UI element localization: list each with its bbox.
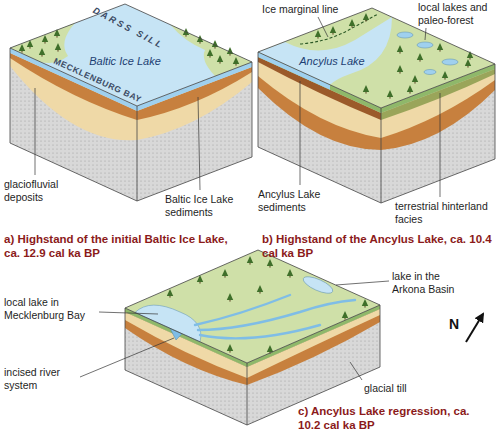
tree-symbol: [39, 48, 45, 57]
leader-line: [350, 362, 362, 380]
leader-line: [35, 88, 36, 175]
river-system: [195, 295, 355, 338]
layer-label: terrestrial hinterland facies: [395, 200, 495, 225]
leader-line: [300, 81, 301, 185]
land-area: [170, 25, 252, 77]
tree-symbol: [207, 49, 213, 58]
tree-symbol: [222, 269, 228, 278]
leader-line: [198, 97, 200, 190]
tree-symbol: [407, 85, 413, 94]
tree-symbol: [227, 344, 233, 353]
local-lake: [442, 59, 458, 65]
tree-symbol: [362, 299, 368, 308]
tree-symbol: [412, 75, 418, 84]
panel-caption: a) Highstand of the initial Baltic Ice L…: [4, 233, 239, 261]
local-lake: [417, 42, 433, 48]
tree-symbol: [227, 293, 233, 302]
land-surface: [125, 250, 380, 363]
leader-line: [80, 338, 174, 377]
water-body-name: Ancylus Lake: [299, 55, 364, 68]
feature-label: local lake in Mecklenburg Bay: [4, 296, 98, 321]
tree-symbol: [387, 90, 393, 99]
tree-symbol: [397, 65, 403, 74]
ice-lake-surface: [10, 4, 252, 106]
ice-marginal-line: [300, 14, 378, 44]
tree-symbol: [183, 28, 189, 37]
block-outline: [10, 4, 252, 201]
tree-symbol: [465, 59, 471, 68]
tree-symbol: [287, 269, 293, 278]
north-label: N: [449, 316, 459, 333]
tree-symbol: [257, 285, 263, 294]
feature-label: Ice marginal line: [262, 3, 338, 16]
feature-label: lake in the Arkona Basin: [392, 270, 470, 295]
layer-label: Ancylus Lake sediments: [258, 188, 338, 213]
tree-symbol: [330, 26, 336, 35]
forest: [167, 256, 368, 354]
tree-symbol: [442, 71, 448, 80]
local-lake: [424, 70, 436, 75]
layer-label: glaciofluvial deposits: [4, 178, 76, 203]
tree-symbol: [233, 57, 239, 66]
layer-label: Baltic Ice Lake sediments: [165, 193, 250, 218]
tree-symbol: [363, 85, 369, 94]
tree-symbol: [19, 44, 25, 53]
block-c: [125, 250, 380, 425]
leader-line: [440, 93, 441, 197]
river-channel: [198, 300, 355, 330]
tree-symbol: [247, 256, 253, 265]
leader-line: [336, 281, 389, 285]
feature-label: incised river system: [4, 366, 80, 391]
tree-symbol: [42, 35, 48, 44]
tree-symbol: [342, 311, 348, 320]
tree-symbol: [267, 259, 273, 268]
tree-symbol: [315, 30, 321, 39]
layer-label: glacial till: [364, 382, 407, 395]
river-channel: [195, 295, 290, 325]
local-lakes: [397, 32, 458, 75]
water-body-name: Baltic Ice Lake: [89, 55, 161, 68]
ancylus-lake-surface: [258, 17, 392, 85]
local-lake: [135, 305, 201, 342]
land-area: [10, 23, 75, 63]
leader-line: [318, 17, 328, 37]
local-lake: [397, 32, 413, 38]
leader-lines: [35, 17, 440, 380]
leader-line: [425, 28, 426, 40]
block-outline: [258, 8, 495, 203]
block-b: [258, 8, 495, 203]
tree-symbol: [349, 19, 355, 28]
tree-symbol: [397, 45, 403, 54]
tree-symbol: [167, 289, 173, 298]
river-channel: [200, 325, 320, 338]
tree-symbol: [417, 53, 423, 62]
tree-symbol: [363, 13, 369, 22]
north-arrow: [466, 314, 483, 342]
tree-symbol: [437, 43, 443, 52]
panel-caption: c) Ancylus Lake regression, ca. 10.2 cal…: [298, 405, 478, 433]
tree-symbol: [217, 55, 223, 64]
block-a: [10, 4, 252, 201]
tree-symbol: [55, 43, 61, 52]
panel-caption: b) Highstand of the Ancylus Lake, ca. 10…: [262, 233, 497, 261]
block-outline: [125, 250, 380, 425]
leader-line: [99, 312, 158, 314]
feature-label: local lakes and paleo-forest: [418, 1, 496, 26]
